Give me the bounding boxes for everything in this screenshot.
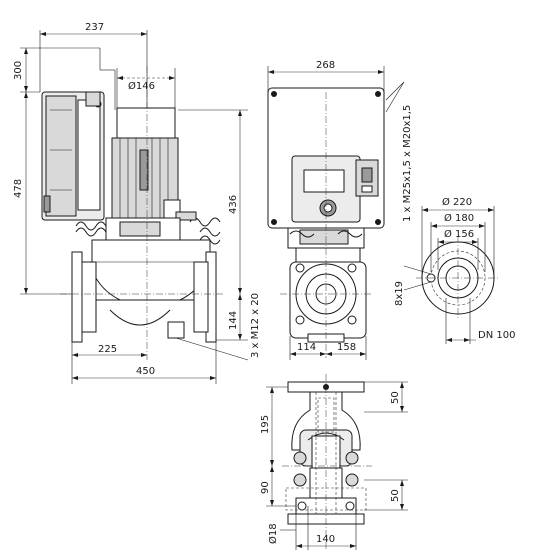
top-view: 195 90 50 50 Ø18 140 [260, 374, 408, 550]
dim-478: 478 [13, 179, 24, 198]
dim-d156: Ø 156 [444, 228, 474, 240]
dim-motor-diameter: Ø146 [128, 80, 155, 92]
dim-300: 300 [13, 61, 24, 80]
front-view: 268 1 x M25x1,5 x M20x1,5 [267, 60, 413, 360]
label-dn: DN 100 [478, 330, 515, 341]
dim-195: 195 [260, 415, 271, 434]
dim-90: 90 [260, 481, 271, 494]
label-holes: 8x19 [394, 281, 405, 306]
dim-268: 268 [316, 60, 335, 71]
dim-144: 144 [228, 311, 239, 330]
flange-view: Ø 220 Ø 180 Ø 156 8x19 DN 100 [394, 196, 515, 344]
dim-50-bottom: 50 [390, 489, 401, 502]
dim-114: 114 [297, 342, 316, 353]
label-cable-glands: 1 x M25x1,5 x M20x1,5 [402, 105, 413, 222]
dim-d180: Ø 180 [444, 212, 474, 224]
label-bolts: 3 x M12 x 20 [250, 293, 261, 358]
dim-436: 436 [228, 195, 239, 214]
dim-158: 158 [337, 342, 356, 353]
dim-d220: Ø 220 [442, 196, 472, 208]
dim-d18: Ø18 [267, 523, 279, 544]
side-view: 237 300 478 Ø146 [13, 22, 261, 384]
dim-50-top: 50 [390, 391, 401, 404]
dim-140: 140 [316, 534, 335, 545]
dim-450: 450 [136, 366, 155, 377]
dim-225: 225 [98, 344, 117, 355]
dim-237: 237 [85, 22, 104, 33]
